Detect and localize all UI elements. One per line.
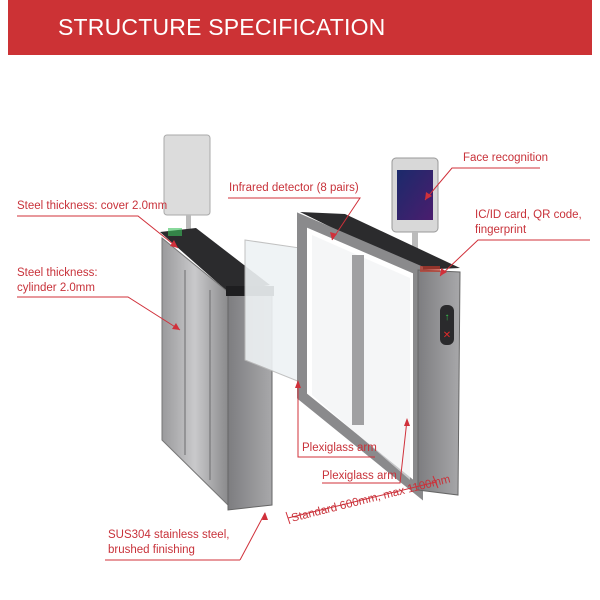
label-infrared-detector: Infrared detector (8 pairs) <box>229 182 359 194</box>
header-banner: STRUCTURE SPECIFICATION <box>8 0 592 55</box>
svg-text:↑: ↑ <box>445 312 450 323</box>
right-cabinet: ↑ ✕ <box>297 157 461 501</box>
label-card-1: IC/ID card, QR code, <box>475 209 582 221</box>
label-face-recognition: Face recognition <box>463 152 549 164</box>
label-plexiglass-arm-2: Plexiglass arm <box>322 470 397 482</box>
leader-lines <box>17 167 590 561</box>
label-plexiglass-arm-1: Plexiglass arm <box>302 442 377 454</box>
label-steel-2: brushed finishing <box>108 544 195 556</box>
label-cylinder-thickness-1: Steel thickness: <box>17 267 98 279</box>
svg-text:✕: ✕ <box>443 330 451 341</box>
label-cylinder-thickness-2: cylinder 2.0mm <box>17 282 95 294</box>
arrow-heads <box>170 192 447 520</box>
label-card-2: fingerprint <box>475 224 527 236</box>
label-steel-1: SUS304 stainless steel, <box>108 529 230 541</box>
page-title: STRUCTURE SPECIFICATION <box>58 14 386 40</box>
label-cover-thickness: Steel thickness: cover 2.0mm <box>17 200 168 212</box>
left-plexiglass-arm <box>244 239 301 383</box>
